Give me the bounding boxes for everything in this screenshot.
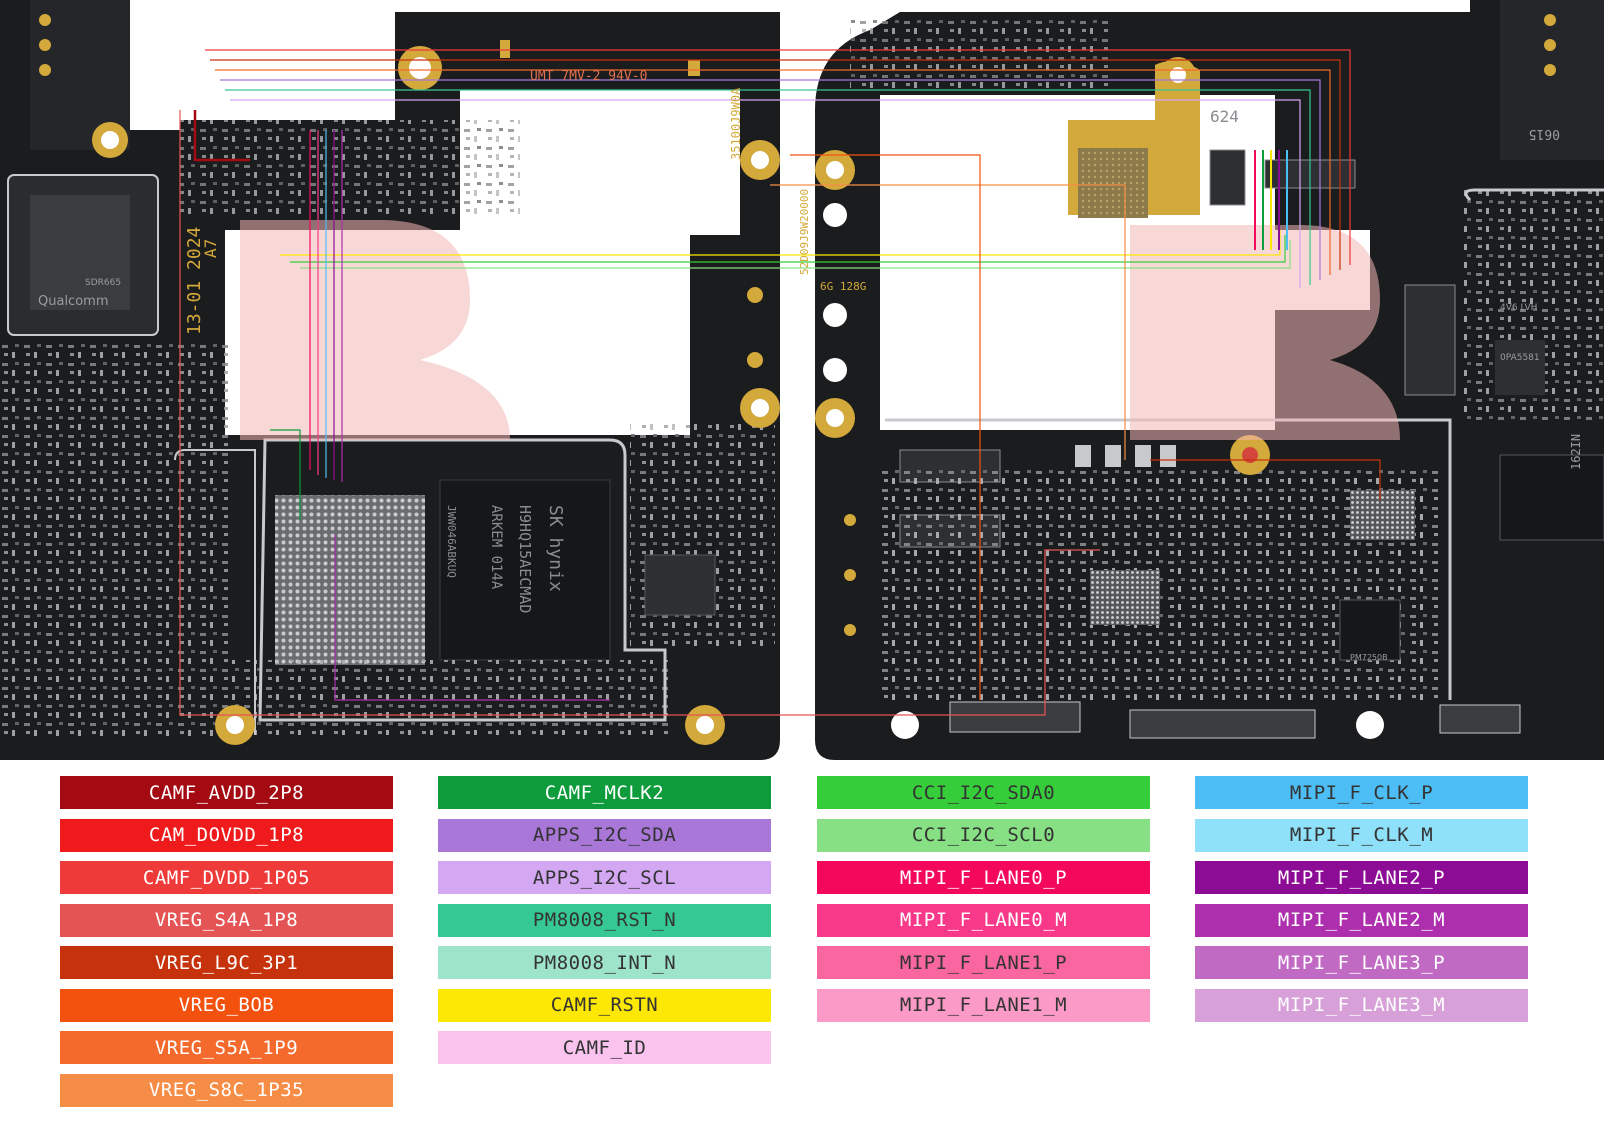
memory-sub-label: JWW046ABKUQ	[445, 505, 458, 578]
legend-item: CAMF_ID	[438, 1031, 771, 1064]
memory-brand-label: SK hynix	[545, 505, 566, 592]
pcb-board-diagram: 13-01 2024 A7 UMT 7MV-2 94V-0 35100J9W0A…	[0, 0, 1604, 760]
legend-item: MIPI_F_LANE0_M	[817, 903, 1150, 937]
legend-item: MIPI_F_LANE2_P	[1195, 861, 1528, 894]
legend-item: MIPI_F_LANE1_M	[817, 988, 1150, 1022]
legend-item: MIPI_F_LANE0_P	[817, 861, 1150, 894]
legend-item: CAMF_MCLK2	[438, 776, 771, 809]
memory-part-label: H9HQ15AECMAD	[516, 505, 534, 613]
right-board-code: 52D09J9W20000	[798, 189, 811, 275]
board-umt-label: UMT 7MV-2 94V-0	[530, 69, 647, 84]
board-code-label: A7	[201, 239, 220, 258]
right-board	[815, 0, 1604, 760]
silkscreen-text: 13-01 2024 A7 UMT 7MV-2 94V-0 35100J9W0A…	[38, 69, 1583, 662]
legend-item: CAMF_AVDD_2P8	[60, 776, 393, 809]
legend-item: CAMF_RSTN	[438, 988, 771, 1022]
legend-item: CAM_DOVDD_1P8	[60, 818, 393, 852]
watermark	[240, 220, 1400, 440]
right-board-spec: 6G 128G	[820, 280, 866, 293]
legend-item: CCI_I2C_SDA0	[817, 776, 1150, 809]
side-chip-label-a: 4V6 LVH	[1500, 303, 1537, 313]
legend-item: MIPI_F_CLK_P	[1195, 776, 1528, 809]
legend-item: CCI_I2C_SCL0	[817, 818, 1150, 852]
legend-item: MIPI_F_LANE3_P	[1195, 946, 1528, 979]
legend-item: MIPI_F_LANE1_P	[817, 946, 1150, 979]
corner-label: 0615	[1529, 126, 1560, 141]
legend-item: VREG_L9C_3P1	[60, 946, 393, 979]
legend-item: APPS_I2C_SCL	[438, 861, 771, 894]
qualcomm-chip-sub: SDR665	[85, 278, 121, 288]
legend-item: VREG_S4A_1P8	[60, 903, 393, 937]
legend-item: VREG_BOB	[60, 988, 393, 1022]
signal-traces	[179, 49, 1381, 716]
side-chip-label-b: 0PA5581	[1500, 353, 1540, 363]
qualcomm-chip-label: Qualcomm	[38, 294, 108, 309]
legend-item: CAMF_DVDD_1P05	[60, 861, 393, 894]
legend-item: PM8008_INT_N	[438, 946, 771, 979]
legend-item: VREG_S8C_1P35	[60, 1073, 393, 1107]
legend-item: MIPI_F_LANE2_M	[1195, 903, 1528, 937]
legend-item: MIPI_F_LANE3_M	[1195, 988, 1528, 1022]
legend-item: PM8008_RST_N	[438, 903, 771, 937]
corner-label-b: 162IN	[1569, 434, 1583, 470]
legend-item: APPS_I2C_SDA	[438, 818, 771, 852]
legend-item: MIPI_F_CLK_M	[1195, 818, 1528, 852]
legend-item: VREG_S5A_1P9	[60, 1031, 393, 1064]
board-date-label: 13-01 2024	[184, 227, 205, 335]
board-part-label: 35100J9W0A	[729, 87, 743, 160]
pmic-label: PM7250B	[1350, 653, 1388, 662]
connector-id-label: 624	[1210, 107, 1239, 126]
memory-code-label: ARKEM 014A	[488, 505, 504, 590]
